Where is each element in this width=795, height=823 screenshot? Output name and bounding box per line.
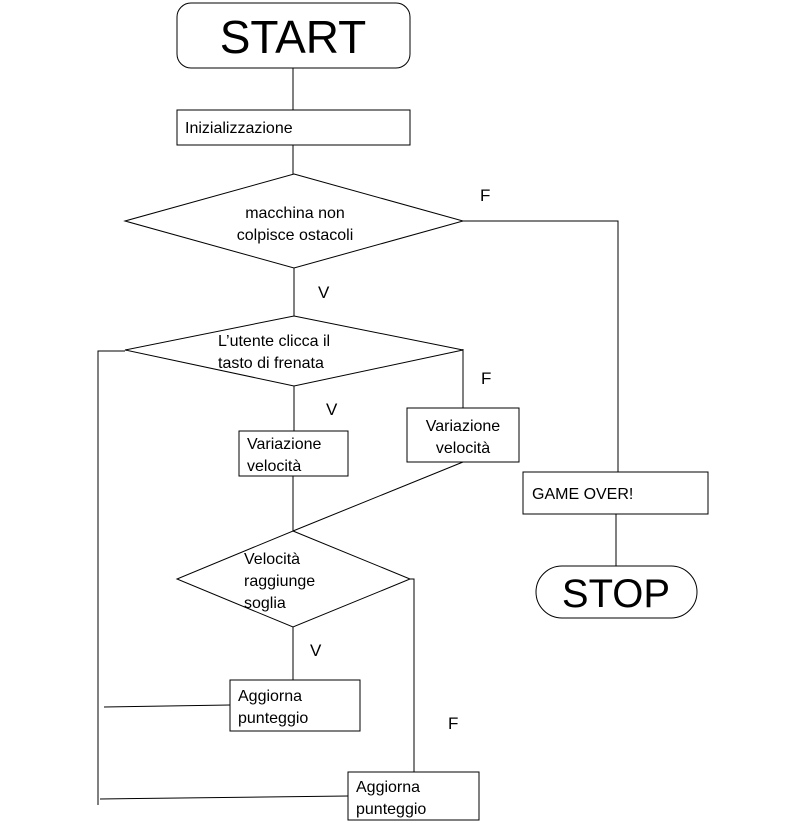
start-label: START <box>220 11 367 63</box>
label-threshold-false: F <box>448 714 458 733</box>
game-over-node: GAME OVER! <box>522 471 709 515</box>
score-update-true-line1: Aggiorna <box>238 688 302 705</box>
speed-variation-true-node: Variazione velocità <box>238 430 349 477</box>
label-brake-false: F <box>481 369 491 388</box>
decision-threshold-line1: Velocità <box>244 551 300 568</box>
score-update-true-line2: punteggio <box>238 710 308 727</box>
speed-variation-false-node: Variazione velocità <box>406 407 520 463</box>
start-node: START <box>176 2 411 69</box>
score-update-true-node: Aggiorna punteggio <box>229 679 361 732</box>
score-update-false-line2: punteggio <box>356 801 426 818</box>
stop-node: STOP <box>535 565 698 619</box>
init-label: Inizializzazione <box>185 120 293 137</box>
edge-score-false-loop <box>99 795 349 800</box>
stop-label: STOP <box>562 572 670 616</box>
label-obstacles-false: F <box>480 186 490 205</box>
decision-threshold-line2: raggiunge <box>244 573 315 590</box>
init-node: Inizializzazione <box>176 109 411 146</box>
speed-variation-true-line2: velocità <box>247 458 301 475</box>
speed-variation-false-line2: velocità <box>436 440 490 457</box>
speed-variation-true-line1: Variazione <box>247 436 322 453</box>
speed-variation-false-line1: Variazione <box>426 418 501 435</box>
decision-threshold: Velocità raggiunge soglia <box>175 530 412 628</box>
decision-obstacles: macchina non colpisce ostacoli <box>123 173 465 269</box>
decision-obstacles-line2: colpisce ostacoli <box>237 227 354 244</box>
label-brake-true: V <box>326 400 338 419</box>
decision-threshold-line3: soglia <box>244 595 286 612</box>
decision-brake-line2: tasto di frenata <box>218 355 324 372</box>
edge-speedvar-false-merge <box>292 461 464 532</box>
edge-obstacles-false <box>463 220 619 472</box>
score-update-false-node: Aggiorna punteggio <box>347 771 480 821</box>
connectors <box>97 68 619 805</box>
edge-score-true-loop <box>103 704 231 708</box>
edge-labels: F V F V V F <box>310 186 491 733</box>
score-update-false-line1: Aggiorna <box>356 779 420 796</box>
label-obstacles-true: V <box>318 283 330 302</box>
edge-threshold-false <box>410 578 415 772</box>
game-over-label: GAME OVER! <box>532 486 633 503</box>
label-threshold-true: V <box>310 641 322 660</box>
decision-obstacles-line1: macchina non <box>245 205 345 222</box>
decision-brake: L’utente clicca il tasto di frenata <box>124 315 464 387</box>
edge-loop-back <box>97 350 125 805</box>
decision-brake-line1: L’utente clicca il <box>218 333 330 350</box>
